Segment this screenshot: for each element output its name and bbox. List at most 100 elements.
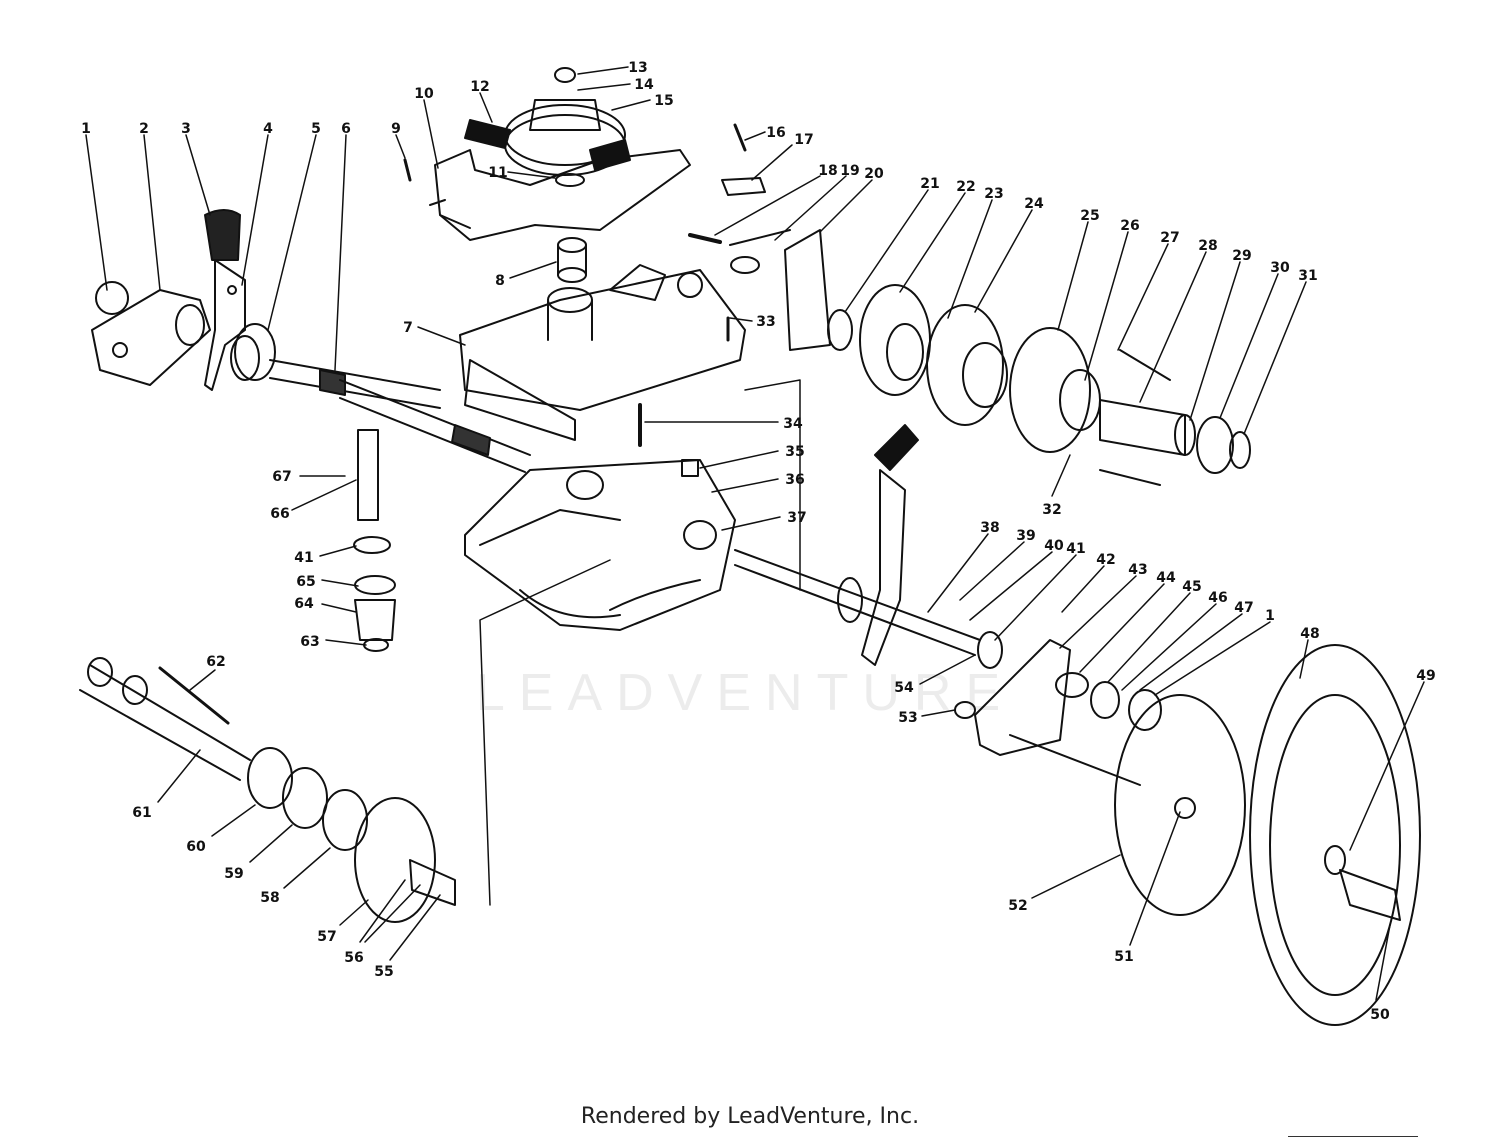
callout-label: 67 — [272, 469, 291, 485]
callout-23: 23 — [947, 186, 1004, 319]
callout-2: 2 — [139, 121, 161, 291]
callout-label: 65 — [296, 574, 315, 590]
callout-label: 39 — [1016, 528, 1035, 544]
callout-label: 17 — [794, 132, 813, 148]
callout-label: 15 — [654, 93, 673, 109]
callout-label: 25 — [1080, 208, 1099, 224]
callout-1: 1 — [81, 121, 108, 291]
callout-57: 57 — [317, 899, 369, 945]
callout-label: 3 — [181, 121, 191, 137]
callout-29: 29 — [1189, 248, 1252, 421]
callout-label: 1 — [1265, 608, 1275, 624]
callout-label: 59 — [224, 866, 243, 882]
callout-54: 54 — [894, 654, 976, 696]
callout-label: 33 — [756, 314, 775, 330]
callout-26: 26 — [1084, 218, 1140, 381]
callout-34: 34 — [644, 416, 803, 432]
callout-66: 66 — [270, 479, 357, 522]
callout-label: 16 — [766, 125, 785, 141]
callout-11: 11 — [488, 165, 556, 181]
callout-28: 28 — [1139, 238, 1218, 403]
callout-25: 25 — [1057, 208, 1100, 331]
callout-label: 2 — [139, 121, 149, 137]
callout-20: 20 — [819, 166, 884, 233]
callout-53: 53 — [898, 709, 956, 726]
part-drawings — [79, 67, 1421, 1026]
callout-label: 12 — [470, 79, 489, 95]
callout-21: 21 — [844, 176, 940, 313]
callout-label: 58 — [260, 890, 279, 906]
callout-label: 22 — [956, 179, 975, 195]
callout-label: 18 — [818, 163, 837, 179]
callout-41-left: 41 — [294, 545, 357, 566]
callout-label: 43 — [1128, 562, 1147, 578]
callout-7: 7 — [403, 320, 466, 346]
callout-label: 36 — [785, 472, 804, 488]
callout-15: 15 — [611, 93, 674, 111]
callout-label: 55 — [374, 964, 393, 980]
callout-label: 19 — [840, 163, 859, 179]
callout-64: 64 — [294, 596, 357, 613]
callout-label: 14 — [634, 77, 654, 93]
callout-label: 46 — [1208, 590, 1227, 606]
callout-5: 5 — [267, 121, 321, 331]
callout-41-right: 41 — [994, 541, 1086, 641]
callout-label: 30 — [1270, 260, 1290, 276]
callout-17: 17 — [751, 132, 814, 181]
callout-42: 42 — [1061, 552, 1116, 613]
callout-labels: 1 2 3 4 5 6 7 8 9 10 11 12 13 14 15 16 1… — [81, 60, 1436, 1023]
callout-48: 48 — [1299, 626, 1320, 679]
callout-label: 5 — [311, 121, 321, 137]
callout-44: 44 — [1079, 570, 1176, 673]
callout-31: 31 — [1243, 268, 1318, 435]
callout-47: 47 — [1139, 600, 1254, 691]
callout-27: 27 — [1117, 230, 1180, 351]
callout-label: 63 — [300, 634, 319, 650]
callout-label: 42 — [1096, 552, 1115, 568]
callout-58: 58 — [260, 847, 331, 906]
callout-label: 1 — [81, 121, 91, 137]
callout-label: 10 — [414, 86, 434, 102]
callout-22: 22 — [899, 179, 976, 293]
callout-label: 31 — [1298, 268, 1317, 284]
callout-label: 6 — [341, 121, 351, 137]
callout-16: 16 — [744, 125, 786, 141]
callout-label: 23 — [984, 186, 1003, 202]
callout-49: 49 — [1349, 668, 1436, 851]
callout-label: 52 — [1008, 898, 1027, 914]
callout-label: 48 — [1300, 626, 1319, 642]
footer-divider — [1288, 1136, 1418, 1137]
callout-label: 21 — [920, 176, 939, 192]
callout-60: 60 — [186, 804, 256, 855]
callout-24: 24 — [974, 196, 1044, 313]
callout-38: 38 — [927, 520, 1000, 613]
callout-32: 32 — [1042, 454, 1071, 518]
callout-40: 40 — [969, 538, 1064, 621]
callout-label: 44 — [1156, 570, 1176, 586]
callout-43: 43 — [1059, 562, 1148, 649]
callout-label: 11 — [488, 165, 507, 181]
callout-label: 13 — [628, 60, 647, 76]
callout-label: 35 — [785, 444, 804, 460]
callout-label: 57 — [317, 929, 336, 945]
callout-label: 29 — [1232, 248, 1251, 264]
callout-13: 13 — [577, 60, 648, 76]
callout-label: 37 — [787, 510, 806, 526]
callout-6: 6 — [334, 121, 351, 371]
callout-label: 53 — [898, 710, 917, 726]
callout-label: 41 — [1066, 541, 1085, 557]
callout-8: 8 — [495, 261, 557, 289]
callout-label: 24 — [1024, 196, 1044, 212]
callout-36: 36 — [711, 472, 805, 493]
callout-label: 51 — [1114, 949, 1133, 965]
callout-label: 26 — [1120, 218, 1139, 234]
callout-label: 50 — [1370, 1007, 1390, 1023]
callout-label: 8 — [495, 273, 505, 289]
callout-51: 51 — [1114, 811, 1181, 965]
callout-label: 64 — [294, 596, 314, 612]
callout-label: 60 — [186, 839, 206, 855]
callout-10: 10 — [414, 86, 439, 169]
callout-label: 38 — [980, 520, 999, 536]
callout-label: 56 — [344, 950, 363, 966]
callout-33: 33 — [729, 314, 776, 330]
